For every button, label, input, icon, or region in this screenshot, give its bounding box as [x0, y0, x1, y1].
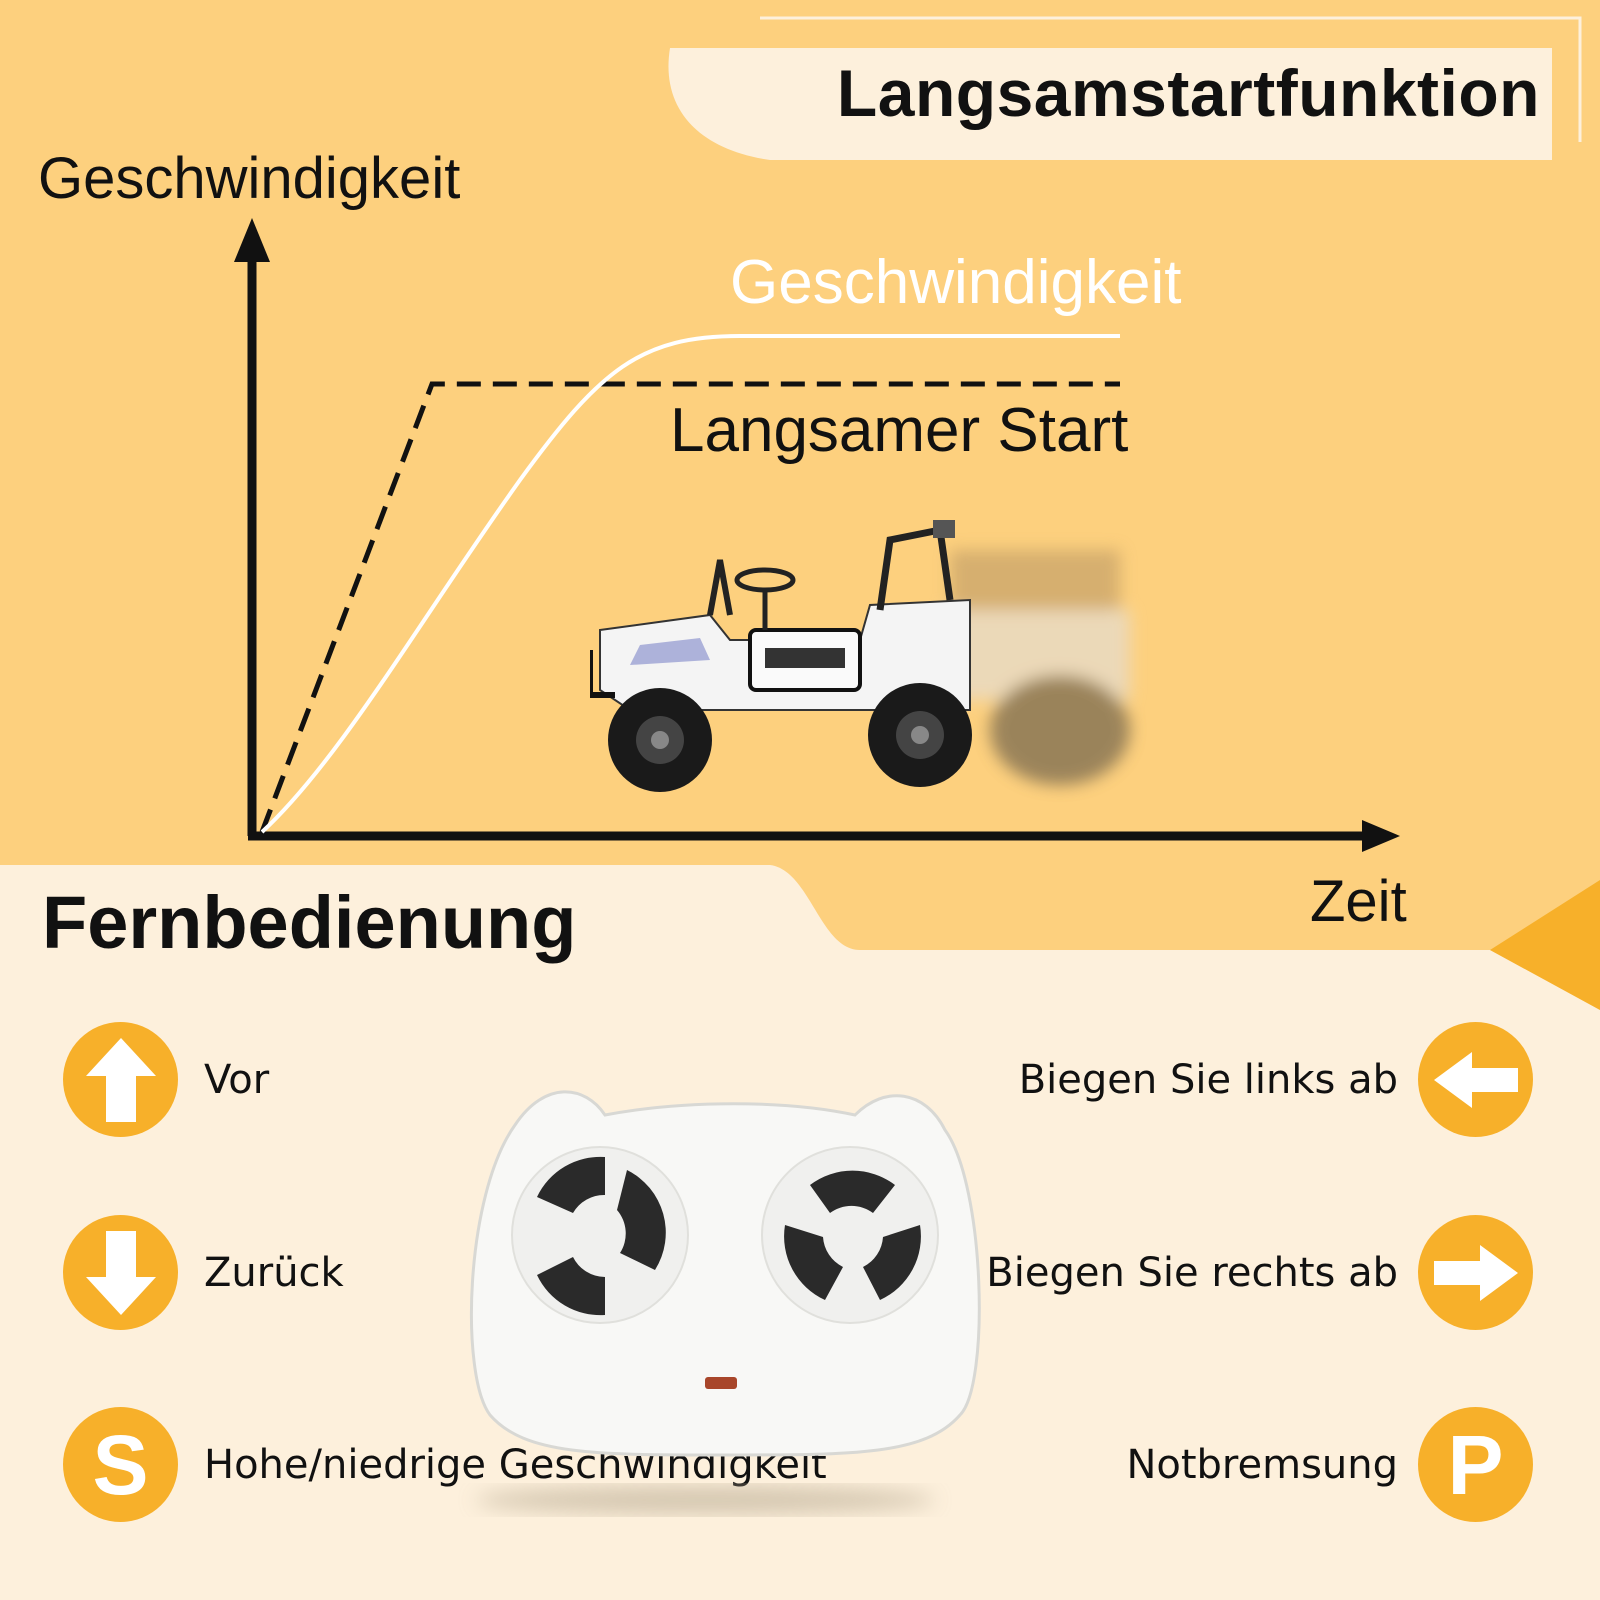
speed-chart: [234, 218, 1400, 852]
page-title: Langsamstartfunktion: [836, 56, 1540, 130]
arrow-left-icon: [1418, 1022, 1533, 1137]
control-speed: S Hohe/niedrige Geschwindigkeit: [63, 1407, 827, 1522]
arrow-right-icon: [1418, 1215, 1533, 1330]
control-backward: Zurück: [63, 1215, 344, 1330]
series-label-langsamer-start: Langsamer Start: [670, 396, 1129, 465]
remote-control-image: [469, 1090, 981, 1514]
x-axis-label: Zeit: [1310, 869, 1407, 934]
ride-on-car-image: [590, 520, 1130, 792]
y-axis-label: Geschwindigkeit: [38, 146, 461, 211]
control-left: Biegen Sie links ab: [1019, 1022, 1533, 1137]
control-right: Biegen Sie rechts ab: [986, 1215, 1533, 1330]
series-langsamer-start-line: [259, 381, 1120, 833]
series-geschwindigkeit-line: [260, 334, 1120, 834]
remote-section-title: Fernbedienung: [42, 881, 577, 964]
letter-p-icon: P: [1418, 1407, 1533, 1522]
letter-s-icon: S: [63, 1407, 178, 1522]
series-label-geschwindigkeit: Geschwindigkeit: [730, 248, 1182, 317]
control-forward: Vor: [63, 1022, 269, 1137]
control-label-backward: Zurück: [204, 1249, 344, 1296]
control-label-forward: Vor: [204, 1056, 270, 1103]
arrow-down-icon: [63, 1215, 178, 1330]
arrow-up-icon: [63, 1022, 178, 1137]
control-brake: Notbremsung P: [1126, 1407, 1533, 1522]
control-label-right: Biegen Sie rechts ab: [986, 1249, 1398, 1296]
control-label-left: Biegen Sie links ab: [1018, 1056, 1398, 1103]
y-axis-arrow: [234, 218, 270, 262]
x-axis-arrow: [1362, 820, 1400, 852]
control-label-brake: Notbremsung: [1126, 1441, 1398, 1488]
